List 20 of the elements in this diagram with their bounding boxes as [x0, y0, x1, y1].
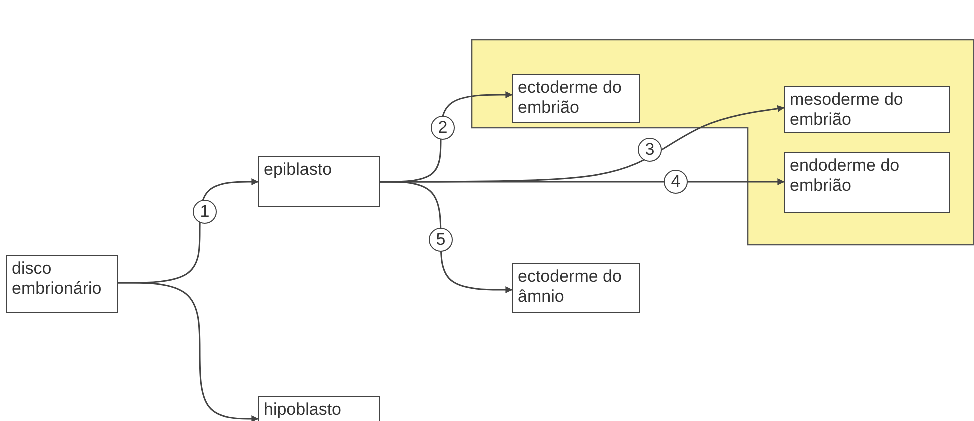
arrow: [118, 282, 259, 421]
stage-box: [6, 255, 118, 313]
edge-label: 1: [193, 200, 217, 224]
stage-name: ectoderme do embrião: [518, 78, 623, 118]
stage-name: hipoblasto: [264, 400, 343, 420]
stage-name: endoderme do embrião: [790, 156, 901, 196]
edge-label: 3: [638, 138, 662, 162]
edge-label: 5: [429, 228, 453, 252]
stage-box: [784, 152, 950, 213]
edge-label: 2: [431, 116, 455, 140]
stage-box: [512, 74, 640, 123]
stage-box: [512, 263, 640, 313]
stage-name: disco embrionário: [12, 259, 103, 299]
edge-label: 4: [664, 170, 688, 194]
stage-box: [784, 86, 950, 133]
stage-name: mesoderme do embrião: [790, 90, 904, 130]
arrow: [380, 181, 513, 294]
stage-name: epiblasto: [264, 160, 334, 180]
stage-name: ectoderme do âmnio: [518, 267, 623, 307]
stage-box: [258, 156, 380, 207]
